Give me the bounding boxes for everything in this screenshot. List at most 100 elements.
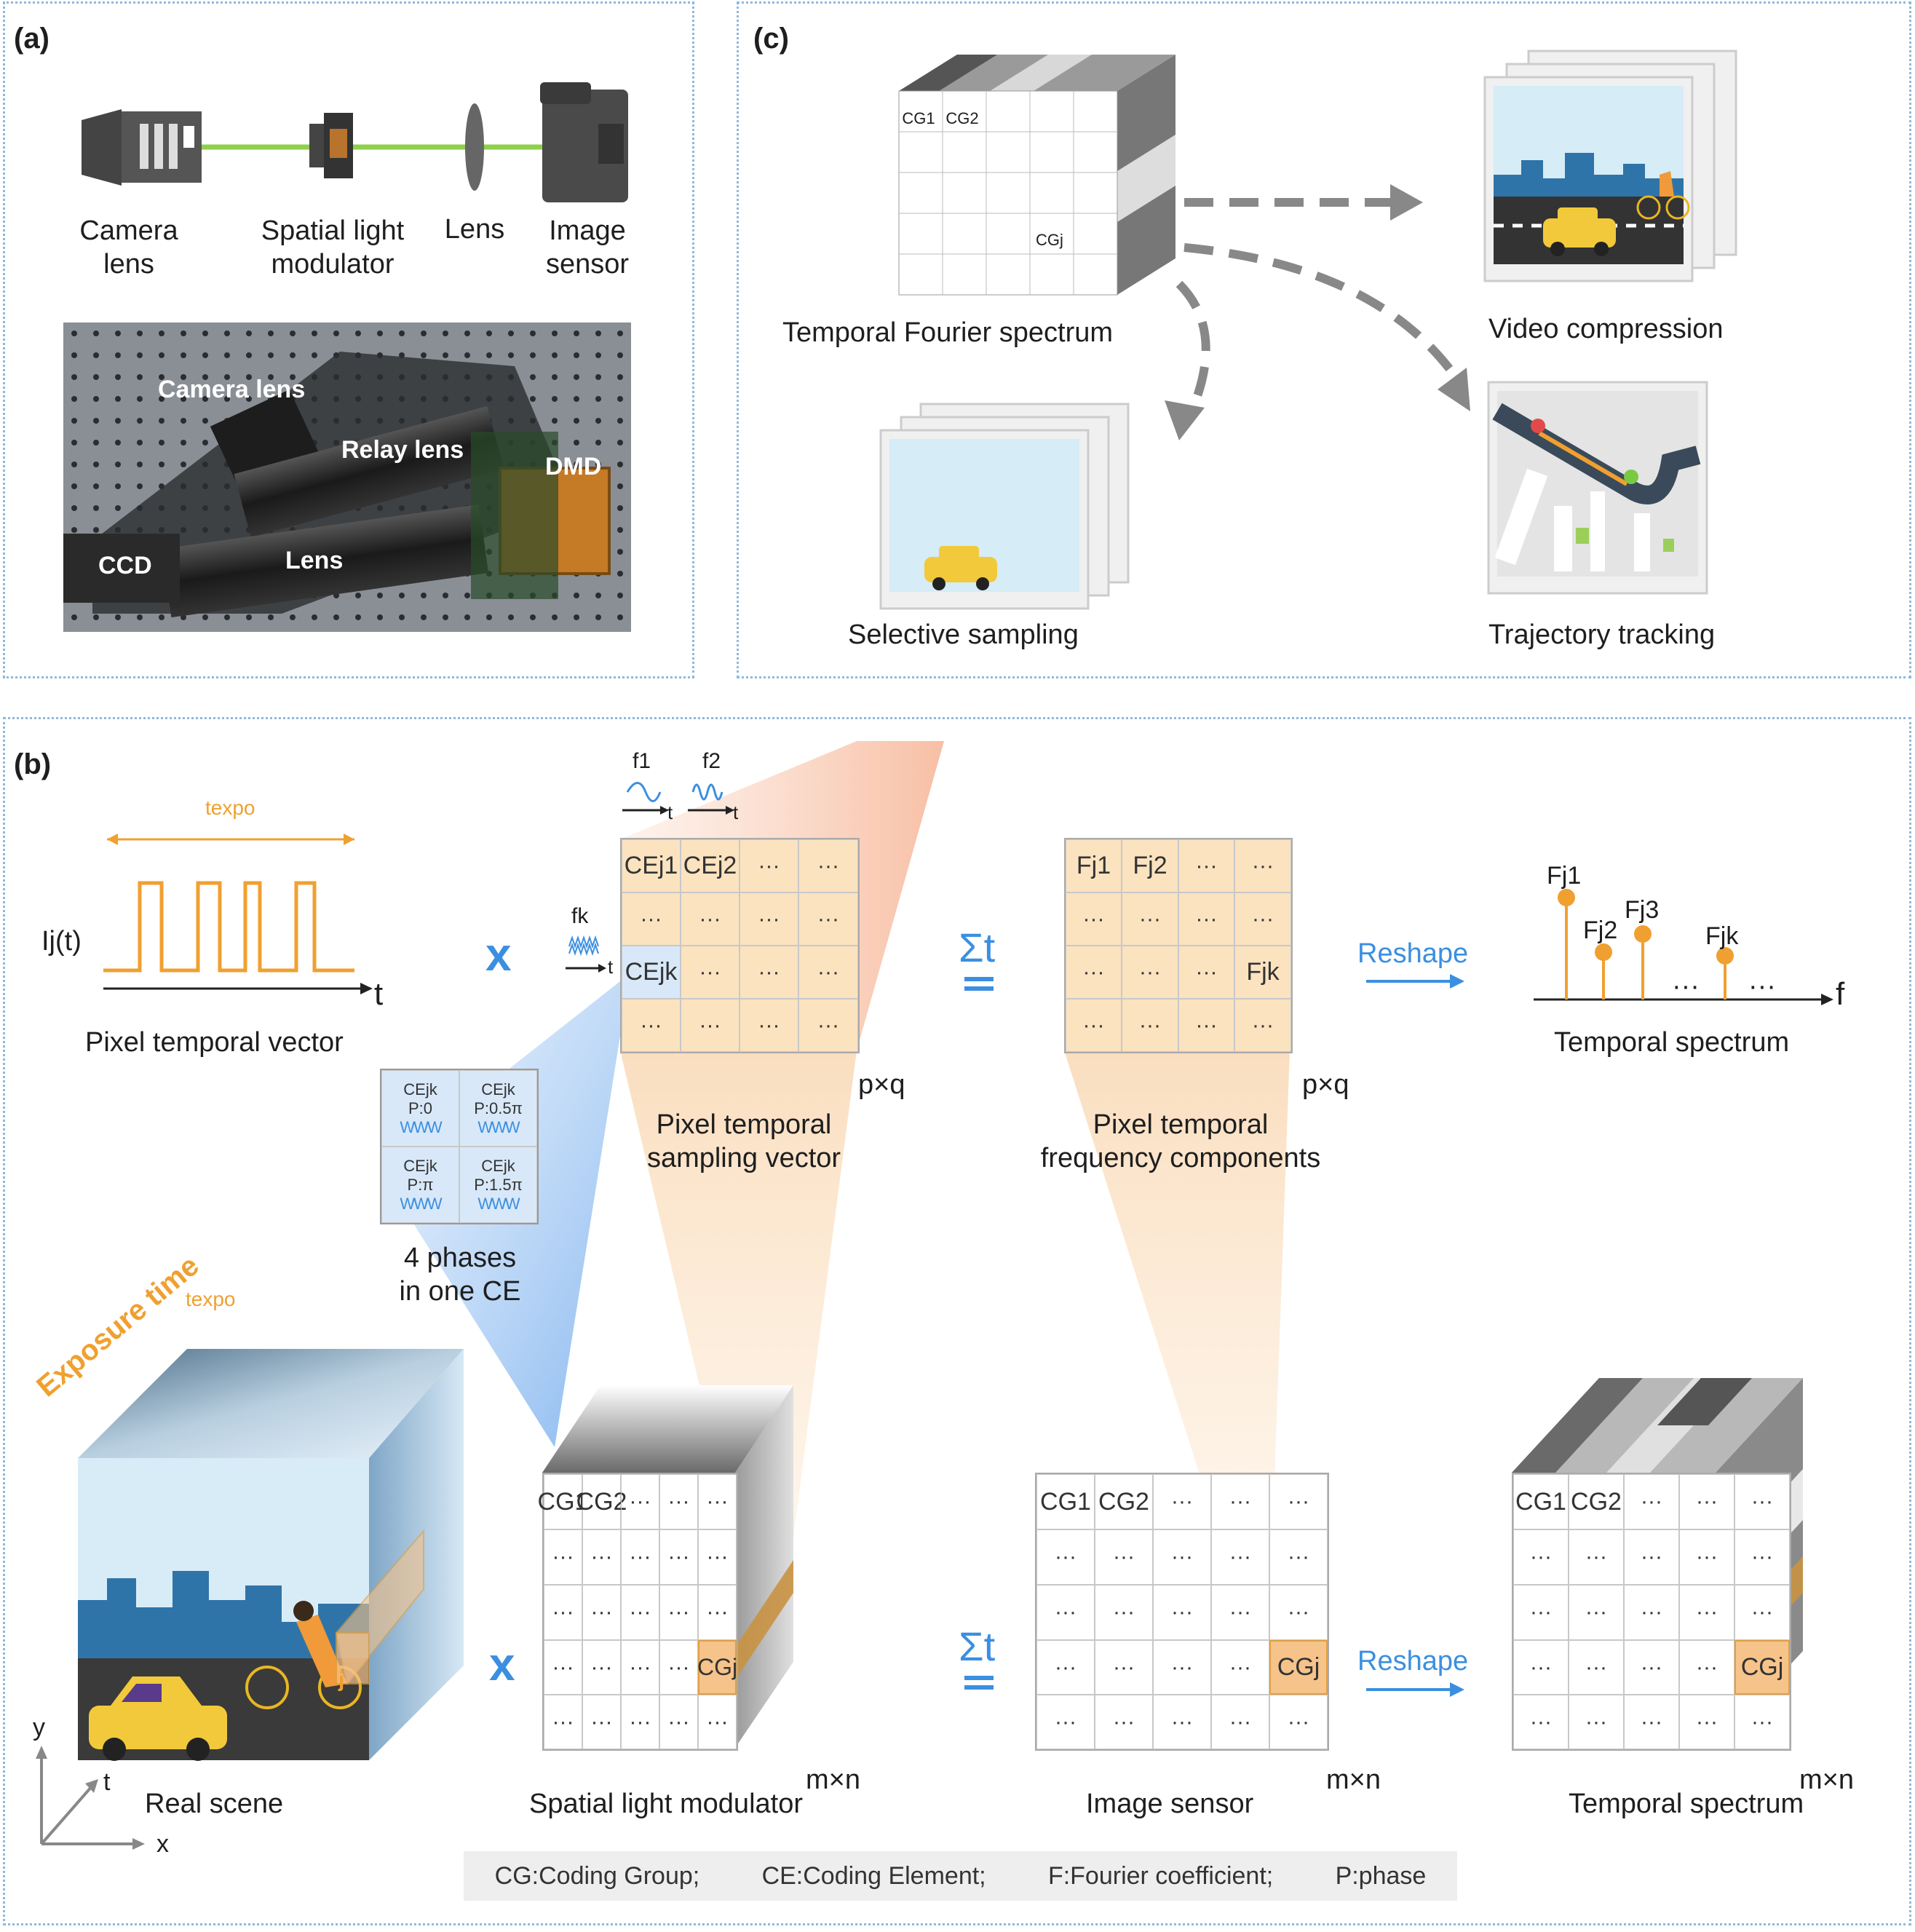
slm-dots-8: ···: [698, 1529, 737, 1585]
frequency-waves: [566, 782, 734, 973]
temporal-spectrum-plot: [1534, 889, 1833, 1005]
slm-grid: CG1 CG2 ··· ··· ··· ··· ··· ··· ··· ··· …: [538, 1473, 738, 1751]
spec-dots-14: ···: [1513, 1640, 1569, 1695]
pxq-label-2: p×q: [1302, 1069, 1349, 1100]
spec-cgj: CGj: [1734, 1640, 1790, 1695]
photo-label-camera-lens: Camera lens: [158, 376, 306, 403]
ce-dots-9: ···: [798, 946, 858, 999]
slm-dots-10: ···: [582, 1585, 621, 1640]
f-dots-13: ···: [1234, 999, 1291, 1052]
ce-j1: CEj1: [622, 839, 681, 892]
optical-path: [82, 82, 628, 202]
sum-sign-bottom: Σt: [959, 1623, 996, 1669]
axis-label-x: x: [156, 1830, 169, 1858]
selective-frames: [879, 403, 1130, 610]
slm-dots-3: ···: [698, 1474, 737, 1529]
xyz-axes: [36, 1746, 145, 1850]
phase-05pi: CEjk P:0.5π WWW: [459, 1070, 537, 1147]
spec-dots-12: ···: [1679, 1585, 1734, 1640]
sensor-dots-16: ···: [1153, 1640, 1211, 1695]
legend-f: F:Fourier coefficient;: [1047, 1861, 1274, 1890]
spec-dots-10: ···: [1569, 1585, 1624, 1640]
label-temporal-spectrum-top: Temporal spectrum: [1554, 1027, 1790, 1058]
ce-dots-11: ···: [681, 999, 740, 1052]
multiply-sign-top: x: [485, 928, 512, 981]
label-phases-caption: 4 phases in one CE: [399, 1243, 521, 1307]
label-trajectory-tracking: Trajectory tracking: [1488, 619, 1716, 650]
reshape-arrow-bottom: [1366, 1682, 1464, 1697]
texpo-label-2: texpo: [186, 1288, 236, 1310]
slm-dots-4: ···: [544, 1529, 582, 1585]
slm-dots-6: ···: [621, 1529, 659, 1585]
f-dots-10: ···: [1066, 999, 1122, 1052]
ce-dots-12: ···: [740, 999, 798, 1052]
sensor-dots-3: ···: [1269, 1474, 1328, 1529]
sensor-dots-21: ···: [1211, 1695, 1269, 1749]
slm-dots-11: ···: [621, 1585, 659, 1640]
spec-dots-9: ···: [1513, 1585, 1569, 1640]
phase-2-ce: CEjk: [403, 1156, 437, 1175]
fk-label: fk: [571, 904, 589, 928]
label-image-sensor: Image sensor: [1086, 1789, 1254, 1819]
label-temporal-spectrum-bottom: Temporal spectrum: [1569, 1789, 1804, 1819]
sensor-dots-5: ···: [1095, 1529, 1153, 1585]
sensor-dots-7: ···: [1211, 1529, 1269, 1585]
phase-0-ce: CEjk: [403, 1080, 437, 1098]
sensor-dots-11: ···: [1153, 1585, 1211, 1640]
trajectory-map: [1487, 381, 1708, 595]
t-axis-label: t: [374, 976, 384, 1012]
spec-dots-16: ···: [1624, 1640, 1679, 1695]
axis-label-y: y: [33, 1714, 45, 1741]
slm-dots-12: ···: [659, 1585, 698, 1640]
image-sensor-icon: [540, 82, 628, 202]
f1-label: f1: [633, 749, 651, 773]
sensor-dots-1: ···: [1153, 1474, 1211, 1529]
sensor-dots-8: ···: [1269, 1529, 1328, 1585]
slm-dots-21: ···: [659, 1695, 698, 1749]
phase-1-ce: CEjk: [481, 1080, 515, 1098]
cube-cell-cg1: CG1: [902, 109, 935, 127]
slm-cgj: CGj: [697, 1640, 737, 1695]
video-frames: [1483, 50, 1737, 282]
slm-dots-7: ···: [659, 1529, 698, 1585]
ce-dots-1: ···: [740, 839, 798, 892]
sensor-dots-20: ···: [1153, 1695, 1211, 1749]
f-dots-2: ···: [1234, 839, 1291, 892]
component-camera-lens: Camera lens: [79, 215, 178, 280]
spec-cg1: CG1: [1513, 1474, 1569, 1529]
sensor-dots-2: ···: [1211, 1474, 1269, 1529]
dashed-arrows: [1165, 184, 1470, 440]
ce-dots-13: ···: [798, 999, 858, 1052]
f-dots-8: ···: [1122, 946, 1178, 999]
label-pixel-temporal-vector: Pixel temporal vector: [85, 1027, 344, 1058]
slm-dots-22: ···: [698, 1695, 737, 1749]
slm-dots-16: ···: [621, 1640, 659, 1695]
slm-icon: [309, 113, 353, 178]
phase-1-p: P:0.5π: [474, 1098, 523, 1117]
mxn-label-1: m×n: [806, 1765, 860, 1795]
panel-a: (a) Camera lens Spatial light modulator: [3, 1, 694, 678]
sensor-dots-14: ···: [1036, 1640, 1095, 1695]
lens-icon: [465, 103, 484, 191]
panel-b-label: (b): [14, 748, 52, 780]
spectrum-dots-1: ···: [1672, 971, 1700, 1002]
phase-15pi: CEjk P:1.5π WWW: [459, 1147, 537, 1223]
slm-dots-19: ···: [582, 1695, 621, 1749]
f-dots-6: ···: [1234, 892, 1291, 946]
mxn-label-2: m×n: [1326, 1765, 1381, 1795]
spectrum-cube: [898, 55, 1175, 296]
label-frequency-components: Pixel temporal frequency components: [1040, 1109, 1321, 1173]
reshape-label-top: Reshape: [1357, 938, 1469, 969]
legend-bar: CG:Coding Group; CE:Coding Element; F:Fo…: [464, 1851, 1457, 1901]
experimental-setup-photo: [63, 322, 631, 632]
slm-cg1: CG1: [538, 1474, 588, 1529]
mxn-label-3: m×n: [1799, 1765, 1854, 1795]
pixel-j-mark: j: [338, 1668, 345, 1692]
ce-jk: CEjk: [622, 946, 681, 999]
spec-dots-13: ···: [1734, 1585, 1790, 1640]
slm-cg2: CG2: [576, 1474, 627, 1529]
ce-dots-7: ···: [681, 946, 740, 999]
f-dots-12: ···: [1178, 999, 1234, 1052]
panel-c-label: (c): [753, 23, 789, 55]
slm-dots-13: ···: [698, 1585, 737, 1640]
